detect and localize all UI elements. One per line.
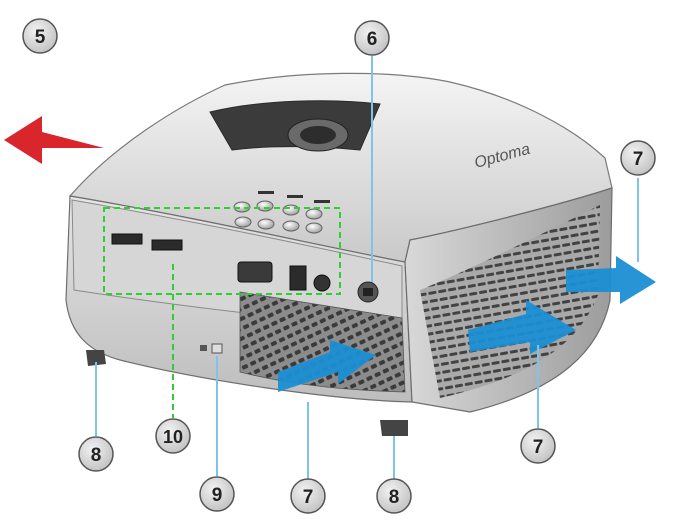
svg-text:10: 10 bbox=[163, 427, 183, 447]
intake-arrow bbox=[278, 256, 656, 392]
keypad-button[interactable] bbox=[256, 200, 274, 212]
side-vent-grill bbox=[420, 205, 600, 398]
keypad-button[interactable] bbox=[282, 204, 300, 216]
projector-body: Optoma bbox=[65, 72, 613, 436]
svg-text:5: 5 bbox=[35, 27, 46, 48]
callout-10: 10 bbox=[155, 418, 191, 454]
security-slot bbox=[200, 343, 223, 354]
front-intake-vent bbox=[239, 291, 406, 393]
svg-text:6: 6 bbox=[367, 29, 378, 50]
hdmi-port[interactable] bbox=[151, 239, 183, 251]
keypad-button[interactable] bbox=[305, 208, 323, 220]
foot-right bbox=[380, 420, 408, 436]
vga-port[interactable] bbox=[237, 261, 273, 283]
audio-port[interactable] bbox=[313, 274, 331, 292]
svg-text:8: 8 bbox=[91, 445, 102, 466]
foot-left bbox=[86, 350, 106, 366]
svg-text:7: 7 bbox=[533, 437, 544, 458]
connector-group-outline bbox=[103, 207, 341, 418]
callout-5: 5 bbox=[22, 18, 58, 54]
callout-9: 9 bbox=[199, 476, 235, 512]
keypad bbox=[233, 191, 330, 234]
callout-7: 7 bbox=[290, 478, 326, 514]
hdmi-port[interactable] bbox=[111, 233, 143, 245]
keypad-button[interactable] bbox=[234, 216, 252, 228]
callout-6: 6 bbox=[354, 20, 390, 56]
leader-lines bbox=[95, 56, 639, 480]
svg-text:8: 8 bbox=[389, 487, 400, 508]
callout-7: 7 bbox=[520, 428, 556, 464]
io-ports bbox=[111, 233, 379, 303]
keypad-button[interactable] bbox=[305, 222, 323, 234]
svg-text:9: 9 bbox=[212, 485, 223, 506]
keypad-button[interactable] bbox=[257, 218, 275, 230]
svg-text:7: 7 bbox=[303, 487, 314, 508]
callout-8: 8 bbox=[376, 478, 412, 514]
callout-7: 7 bbox=[620, 140, 656, 176]
callout-8: 8 bbox=[78, 436, 114, 472]
exhaust-arrow bbox=[4, 116, 104, 164]
usb-port[interactable] bbox=[289, 265, 307, 291]
keypad-button[interactable] bbox=[282, 220, 300, 232]
svg-text:7: 7 bbox=[633, 149, 644, 170]
